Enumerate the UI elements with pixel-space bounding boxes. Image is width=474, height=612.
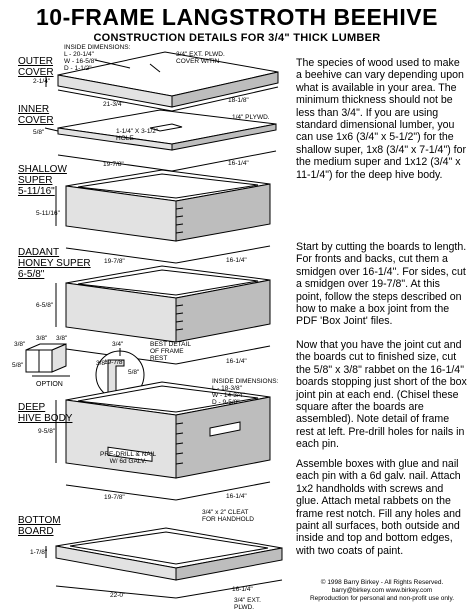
inner-cover-thickness: 5/8" [33,129,45,136]
page-subtitle: CONSTRUCTION DETAILS FOR 3/4" THICK LUMB… [93,32,381,44]
frame-rest-dim-a: 3/4" [112,341,124,348]
deep-body-length: 19-7/8" [104,494,125,501]
page-title: 10-FRAME LANGSTROTH BEEHIVE [36,4,438,30]
shallow-super-length: 19-7/8" [104,258,125,265]
joint-option-label: OPTION [36,381,63,388]
joint-dim-b: 3/8" [36,335,48,342]
frame-rest-detail-drawing [95,348,145,400]
inner-cover-width: 16-1/4" [228,160,249,167]
deep-body-drawing [55,381,271,501]
joint-detail-drawing [25,343,70,377]
deep-body-inside-dims: INSIDE DIMENSIONS: L - 18-3/8" W - 14-3/… [212,378,279,406]
instructions-paragraph-2: Start by cutting the boards to length. F… [296,241,467,328]
instructions-paragraph-1: The species of wood used to make a beehi… [296,57,467,181]
bottom-board-width: 16-1/4" [232,586,253,593]
dadant-super-height: 6-5/8" [36,302,54,309]
joint-dim-d: 5/8" [12,362,24,369]
bottom-board-drawing [45,527,283,599]
instructions-paragraph-4: Assemble boxes with glue and nail each p… [296,458,461,557]
frame-rest-dim-b: 3/8" [96,360,108,367]
joint-dim-c: 3/8" [56,335,68,342]
joint-dim-a: 3/8" [14,341,26,348]
inner-cover-length: 19-7/8" [103,161,124,168]
deep-body-height: 9-5/8" [38,428,56,435]
dadant-super-width: 16-1/4" [226,358,247,365]
bottom-board-height: 1-7/8" [30,549,48,556]
shallow-super-height: 5-11/16" [36,210,60,217]
dadant-super-drawing [55,265,271,365]
outer-cover-length: 21-3/4" [103,101,124,108]
inner-cover-hole-note: 1-1/4" X 3-1/2"HOLE [116,128,159,142]
outer-cover-drawing [45,51,279,112]
instructions-paragraph-3: Now that you have the joint cut and the … [296,339,467,451]
shallow-super-drawing [55,169,271,264]
frame-rest-dim-c: 5/8" [128,369,140,376]
inner-cover-plywood-note: 1/4" PLYWD. [232,114,270,121]
outer-cover-plywood-note: 3/4" EXT. PLWD.COVER WITIN [176,51,225,65]
shallow-super-width: 16-1/4" [226,257,247,264]
deep-body-width: 16-1/4" [226,493,247,500]
dadant-super-length: 19-7/8" [104,359,125,366]
outer-cover-inside-dims: INSIDE DIMENSIONS: L - 20-1/4" W - 16-5/… [64,44,131,72]
bottom-board-plywood-note: 3/4" EXT.PLWD. [234,597,261,611]
outer-cover-width: 18-1/8" [228,97,249,104]
inner-cover-drawing [44,109,277,172]
outer-cover-height: 2-1/4" [33,78,51,85]
bottom-board-length: 22-0" [110,592,126,599]
copyright-footer: © 1998 Barry Birkey - All Rights Reserve… [309,579,455,602]
